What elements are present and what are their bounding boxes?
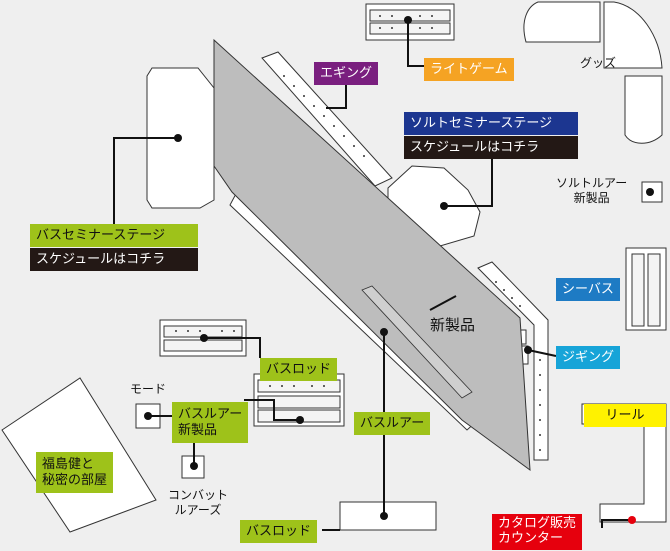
label-schedule-salt[interactable]: スケジュールはコチラ: [404, 136, 578, 159]
label-sea-bass[interactable]: シーバス: [556, 278, 620, 301]
label-bass-rod-2[interactable]: バスロッド: [240, 520, 318, 543]
label-salt-lure-new[interactable]: ソルトルアー 新製品: [556, 176, 627, 206]
label-eging[interactable]: エギング: [314, 62, 379, 85]
label-mode[interactable]: モード: [130, 382, 167, 396]
label-combat-lures-line1: コンバット: [168, 488, 229, 502]
label-new-products[interactable]: 新製品: [430, 316, 476, 334]
label-schedule-bass[interactable]: スケジュールはコチラ: [30, 248, 198, 271]
label-jigging[interactable]: ジギング: [556, 346, 621, 369]
label-bass-lure-new[interactable]: バスルアー 新製品: [172, 402, 249, 444]
main-area: [213, 38, 531, 472]
label-catalog-line1: カタログ販売: [498, 516, 577, 531]
label-goods[interactable]: グッズ: [580, 56, 617, 70]
goods-booth-top: [523, 1, 601, 43]
label-reel[interactable]: リール: [584, 404, 666, 427]
label-light-game[interactable]: ライトゲーム: [424, 58, 514, 81]
label-catalog-counter[interactable]: カタログ販売 カウンター: [492, 514, 583, 550]
label-combat-lures-line2: ルアーズ: [174, 503, 222, 517]
label-salt-seminar-stage[interactable]: ソルトセミナーステージ: [404, 112, 578, 135]
label-bass-lure[interactable]: バスルアー: [354, 412, 431, 435]
label-bass-lure-new-line1: バスルアー: [178, 407, 243, 422]
label-bass-rod-1[interactable]: バスロッド: [260, 358, 338, 381]
label-salt-lure-new-line1: ソルトルアー: [556, 176, 628, 190]
label-bass-seminar-stage[interactable]: バスセミナーステージ: [30, 224, 198, 247]
label-catalog-line2: カウンター: [498, 530, 564, 546]
label-fukushima-room[interactable]: 福島健と 秘密の部屋: [36, 452, 114, 494]
label-salt-lure-new-line2: 新製品: [573, 191, 610, 205]
label-fukushima-line1: 福島健と: [42, 457, 95, 472]
goods-booth-bottom: [624, 75, 663, 144]
jigging-display-strip: [477, 261, 549, 461]
goods-booth-right: [603, 1, 663, 69]
label-fukushima-line2: 秘密の部屋: [42, 472, 108, 488]
label-combat-lures[interactable]: コンバット ルアーズ: [168, 488, 228, 518]
label-bass-lure-new-line2: 新製品: [178, 422, 218, 438]
